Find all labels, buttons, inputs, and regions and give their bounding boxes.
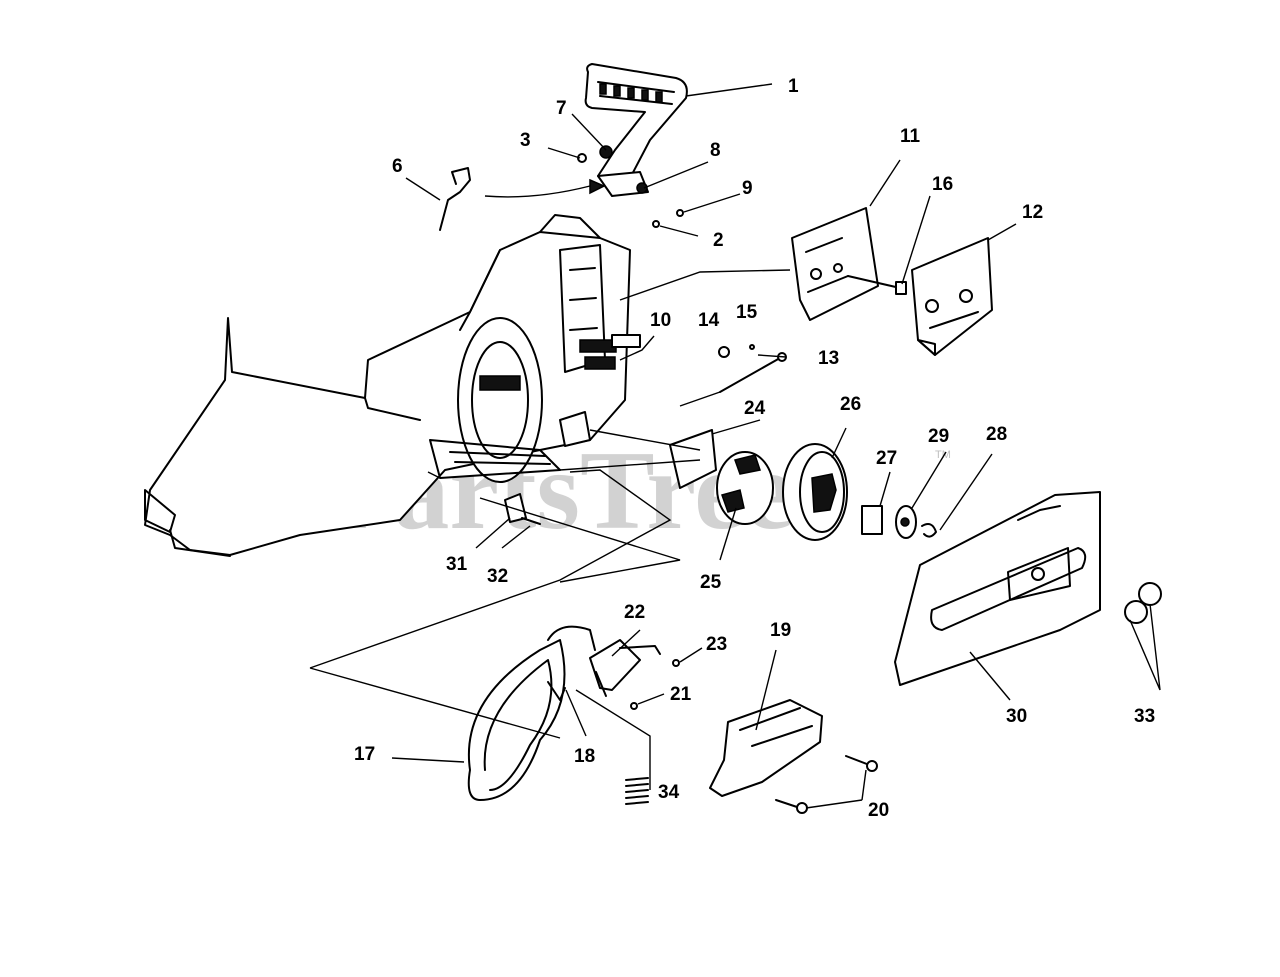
callout-7: 7 [556, 98, 567, 119]
callout-labels: 1 2 3 6 7 8 9 10 11 12 13 14 15 16 17 18… [354, 76, 1155, 821]
part-30-clutch-cover [894, 491, 1101, 686]
part-25-clutch [716, 451, 774, 525]
brake-lever-assembly [547, 639, 680, 805]
part-11-bar-plate [791, 207, 879, 321]
callout-9: 9 [742, 178, 753, 199]
callout-11: 11 [900, 126, 921, 147]
callout-19: 19 [770, 620, 791, 641]
watermark-trademark: TM [935, 449, 951, 461]
tensioner-screw [718, 344, 787, 393]
part-26-drum [782, 443, 848, 541]
callout-23: 23 [706, 634, 727, 655]
assembly-arrow [484, 178, 606, 198]
callout-8: 8 [710, 140, 721, 161]
bar-studs [579, 334, 641, 370]
callout-18: 18 [574, 746, 595, 767]
callout-13: 13 [818, 348, 839, 369]
callout-2: 2 [713, 230, 724, 251]
callout-32: 32 [487, 566, 508, 587]
callout-20: 20 [868, 800, 889, 821]
callout-27: 27 [876, 448, 897, 469]
callout-16: 16 [932, 174, 953, 195]
part-6-spring [439, 167, 471, 231]
part-24-cover [669, 429, 717, 489]
callout-33: 33 [1134, 706, 1155, 727]
callout-30: 30 [1006, 706, 1027, 727]
clutch-hardware [861, 505, 937, 539]
callout-28: 28 [986, 424, 1007, 445]
callout-31: 31 [446, 554, 468, 575]
callout-34: 34 [658, 782, 680, 803]
callout-21: 21 [670, 684, 692, 705]
leader-lines [309, 83, 1161, 809]
callout-6: 6 [392, 156, 403, 177]
part-19-housing [709, 699, 823, 797]
callout-14: 14 [698, 310, 720, 331]
callout-25: 25 [700, 572, 722, 593]
part-16-bolt [847, 275, 901, 289]
callout-1: 1 [788, 76, 799, 97]
brake-hardware [577, 145, 684, 228]
part-12-bar-plate [911, 237, 993, 356]
callout-29: 29 [928, 426, 949, 447]
callout-17: 17 [354, 744, 375, 765]
callout-3: 3 [520, 130, 531, 151]
part-31-32 [504, 493, 541, 525]
callout-10: 10 [650, 310, 671, 331]
callout-22: 22 [624, 602, 645, 623]
callout-15: 15 [736, 302, 758, 323]
saw-housing [144, 214, 631, 557]
callout-26: 26 [840, 394, 861, 415]
callout-12: 12 [1022, 202, 1043, 223]
callout-24: 24 [744, 398, 766, 419]
part-33-nuts [1124, 582, 1162, 624]
